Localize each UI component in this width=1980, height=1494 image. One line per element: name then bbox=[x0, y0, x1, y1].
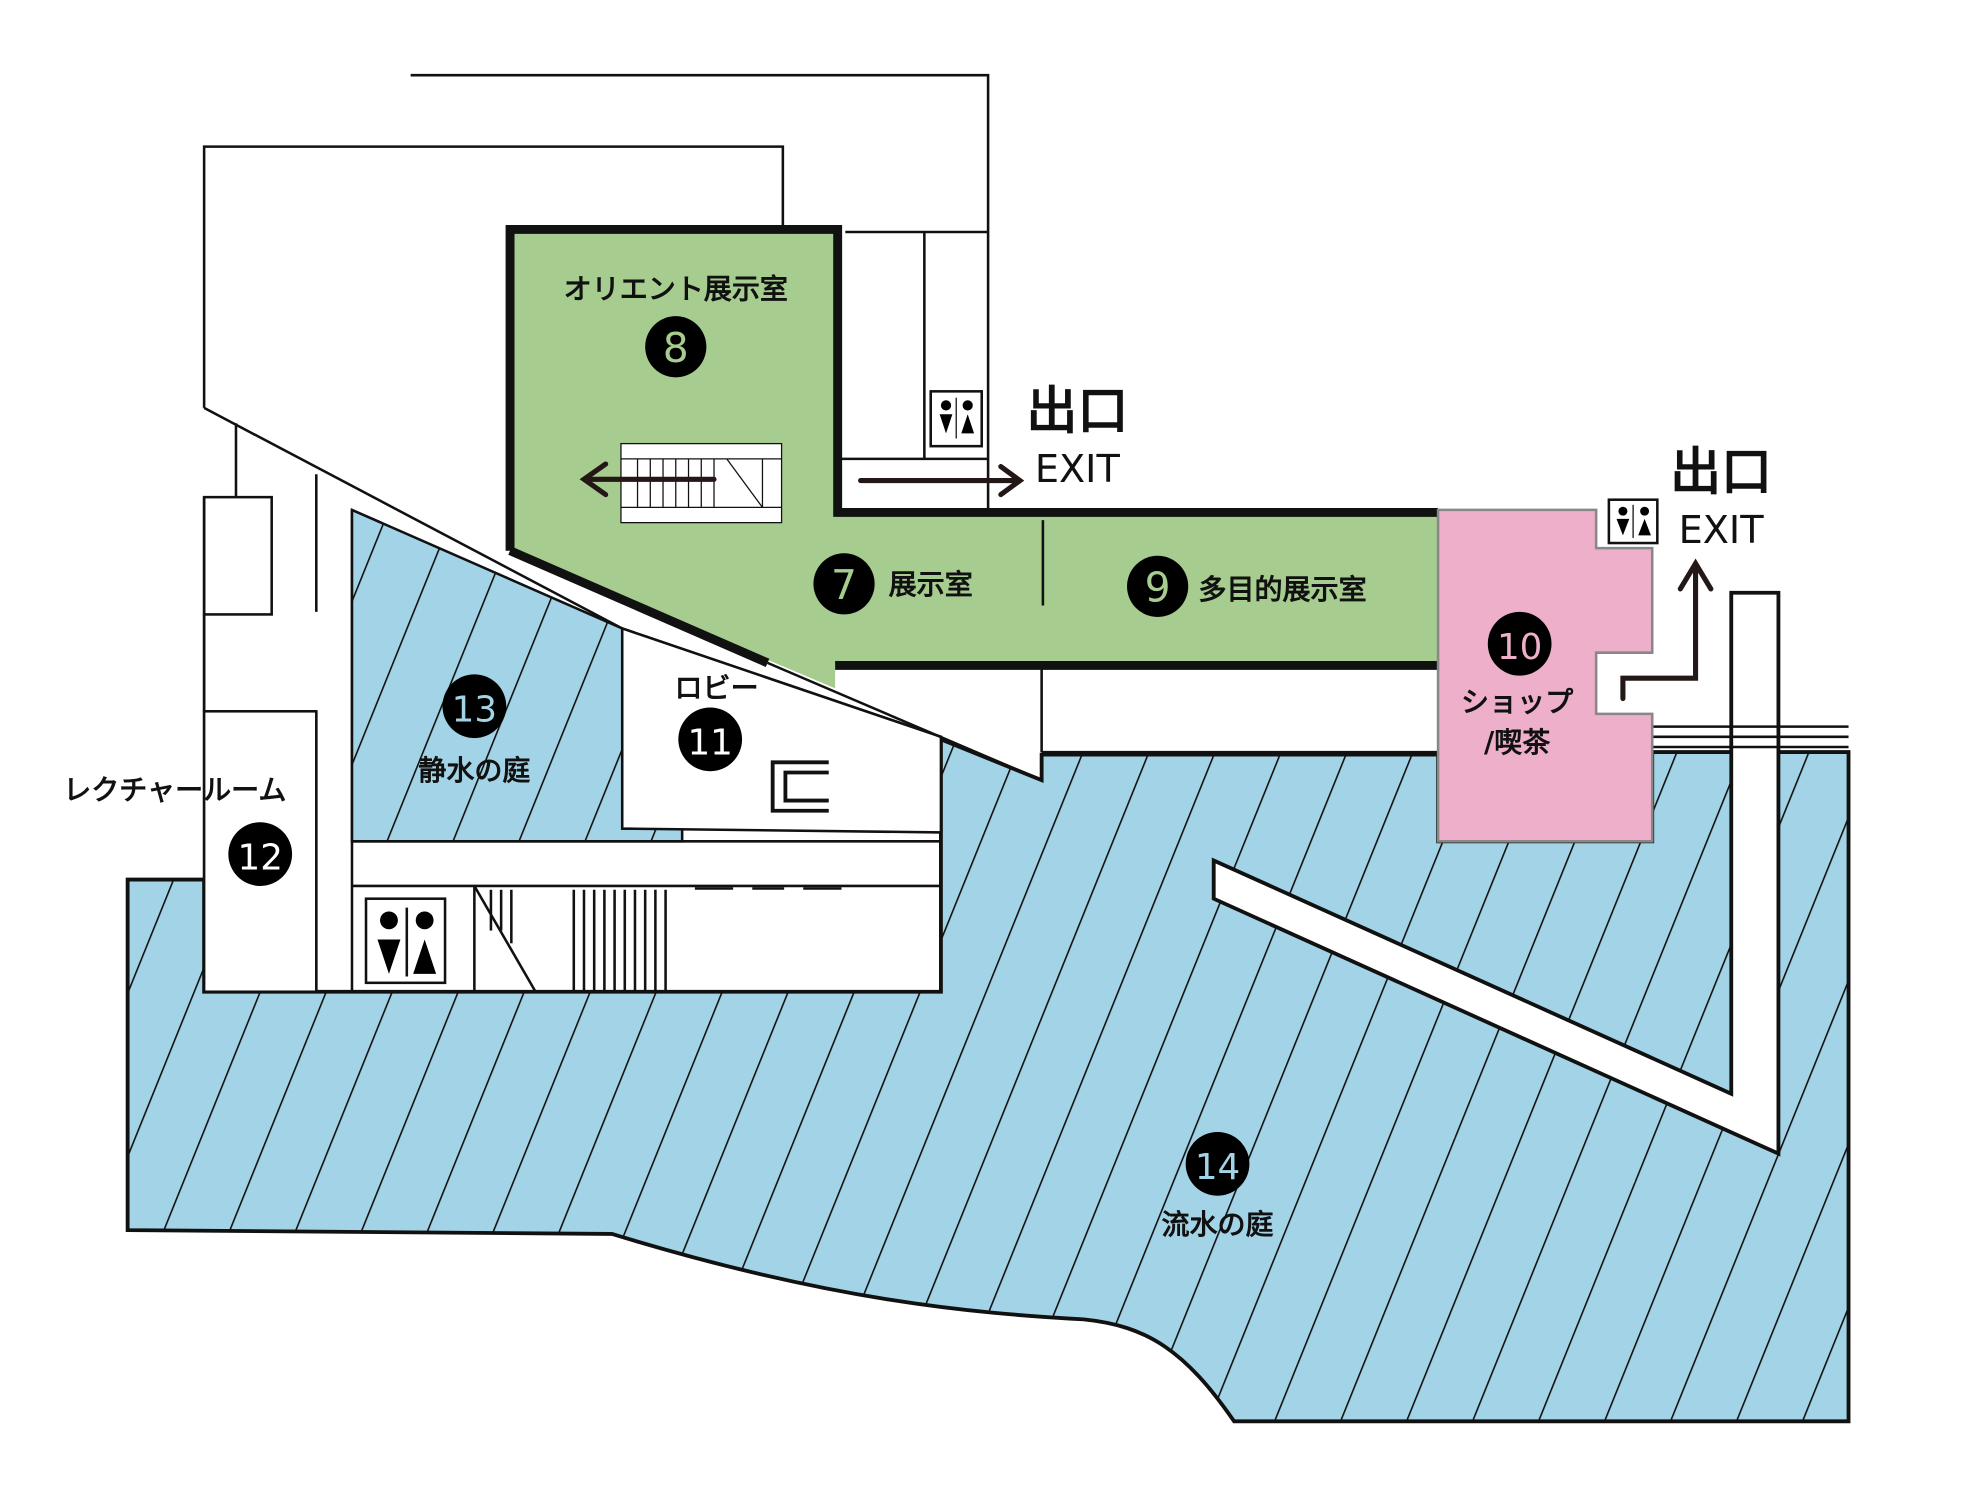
room-11-label: ロビー bbox=[675, 671, 759, 704]
exhibit-area bbox=[510, 229, 1439, 689]
outer-wall bbox=[410, 73, 990, 510]
arrow-icon bbox=[579, 461, 1714, 702]
elevator-icon bbox=[770, 760, 829, 813]
garden-path bbox=[1211, 590, 1781, 1157]
shop-area bbox=[1436, 508, 1654, 843]
exit-label-en: EXIT bbox=[1679, 509, 1765, 553]
room-11-number: 11 bbox=[687, 723, 732, 764]
room-12-label: レクチャールーム bbox=[63, 773, 286, 806]
stairs-icon bbox=[489, 887, 842, 992]
lobby-area bbox=[620, 626, 943, 834]
room-14-number: 14 bbox=[1195, 1147, 1240, 1188]
room-7-label: 展示室 bbox=[889, 568, 973, 601]
restroom-icon bbox=[1607, 498, 1659, 545]
room-12-number: 12 bbox=[237, 837, 282, 878]
restroom-icon bbox=[929, 390, 983, 448]
exit-label-ja: 出口 bbox=[1026, 382, 1128, 441]
room-10-number: 10 bbox=[1497, 627, 1542, 668]
room-9-number: 9 bbox=[1145, 564, 1171, 612]
stairs-icon bbox=[620, 442, 783, 524]
room-14-label: 流水の庭 bbox=[1161, 1208, 1273, 1241]
room-10-label: ショップ bbox=[1461, 685, 1574, 718]
room-13-label: 静水の庭 bbox=[418, 754, 530, 787]
exit-label-ja: 出口 bbox=[1670, 444, 1772, 503]
room-8-label: オリエント展示室 bbox=[564, 272, 788, 305]
room-13-number: 13 bbox=[452, 690, 497, 731]
room-9-label: 多目的展示室 bbox=[1198, 573, 1366, 606]
room-8-number: 8 bbox=[663, 324, 689, 372]
wall bbox=[202, 145, 785, 408]
restroom-icon bbox=[364, 897, 447, 985]
exit-label-en: EXIT bbox=[1035, 448, 1121, 492]
room-10-label-2: /喫茶 bbox=[1484, 726, 1551, 759]
room-7-number: 7 bbox=[831, 561, 857, 609]
